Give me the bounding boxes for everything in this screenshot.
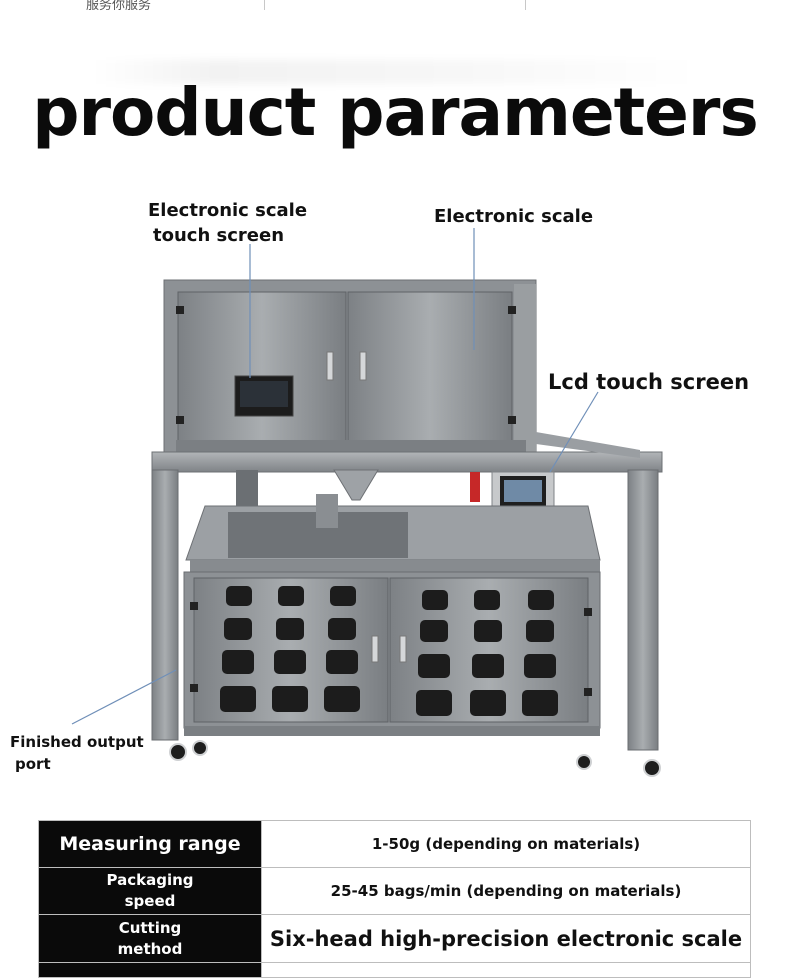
table-row: Measuring range 1-50g (depending on mate… [38, 820, 751, 868]
parameters-table: Measuring range 1-50g (depending on mate… [38, 820, 751, 978]
header-fragment-text: 服务你服务 [86, 0, 152, 13]
param-key [38, 962, 262, 978]
lower-cabinet [183, 571, 601, 736]
callout-text: port [15, 755, 51, 773]
callout-finished-output-port: Finished output port [10, 731, 144, 775]
faded-background-text [92, 60, 702, 84]
param-value [261, 962, 751, 978]
scale-touch-screen-device [234, 375, 294, 417]
callout-lcd-touch-screen: Lcd touch screen [548, 370, 750, 394]
electronic-scale-cabinet [163, 279, 537, 453]
work-table [185, 494, 601, 574]
callout-text: Finished output [10, 733, 144, 751]
caster-wheels [169, 740, 661, 777]
callout-electronic-scale: Electronic scale [434, 206, 594, 227]
header-divider [264, 0, 265, 10]
header-divider [525, 0, 526, 10]
param-key: Measuring range [38, 820, 262, 868]
lcd-control-box [470, 471, 555, 533]
param-value: 25-45 bags/min (depending on materials) [261, 867, 751, 915]
param-value: Six-head high-precision electronic scale [261, 914, 751, 963]
page-title: product parameters [32, 74, 759, 151]
callout-text: touch screen [153, 225, 285, 246]
callout-lines [71, 228, 599, 725]
param-value: 1-50g (depending on materials) [261, 820, 751, 868]
callout-scale-touch-screen: Electronic scale touch screen [148, 198, 307, 248]
machine-frame [151, 432, 663, 751]
callout-text: Electronic scale [148, 200, 308, 221]
top-cropped-strip: 服务你服务 [0, 0, 790, 13]
table-row-cropped [38, 962, 751, 978]
